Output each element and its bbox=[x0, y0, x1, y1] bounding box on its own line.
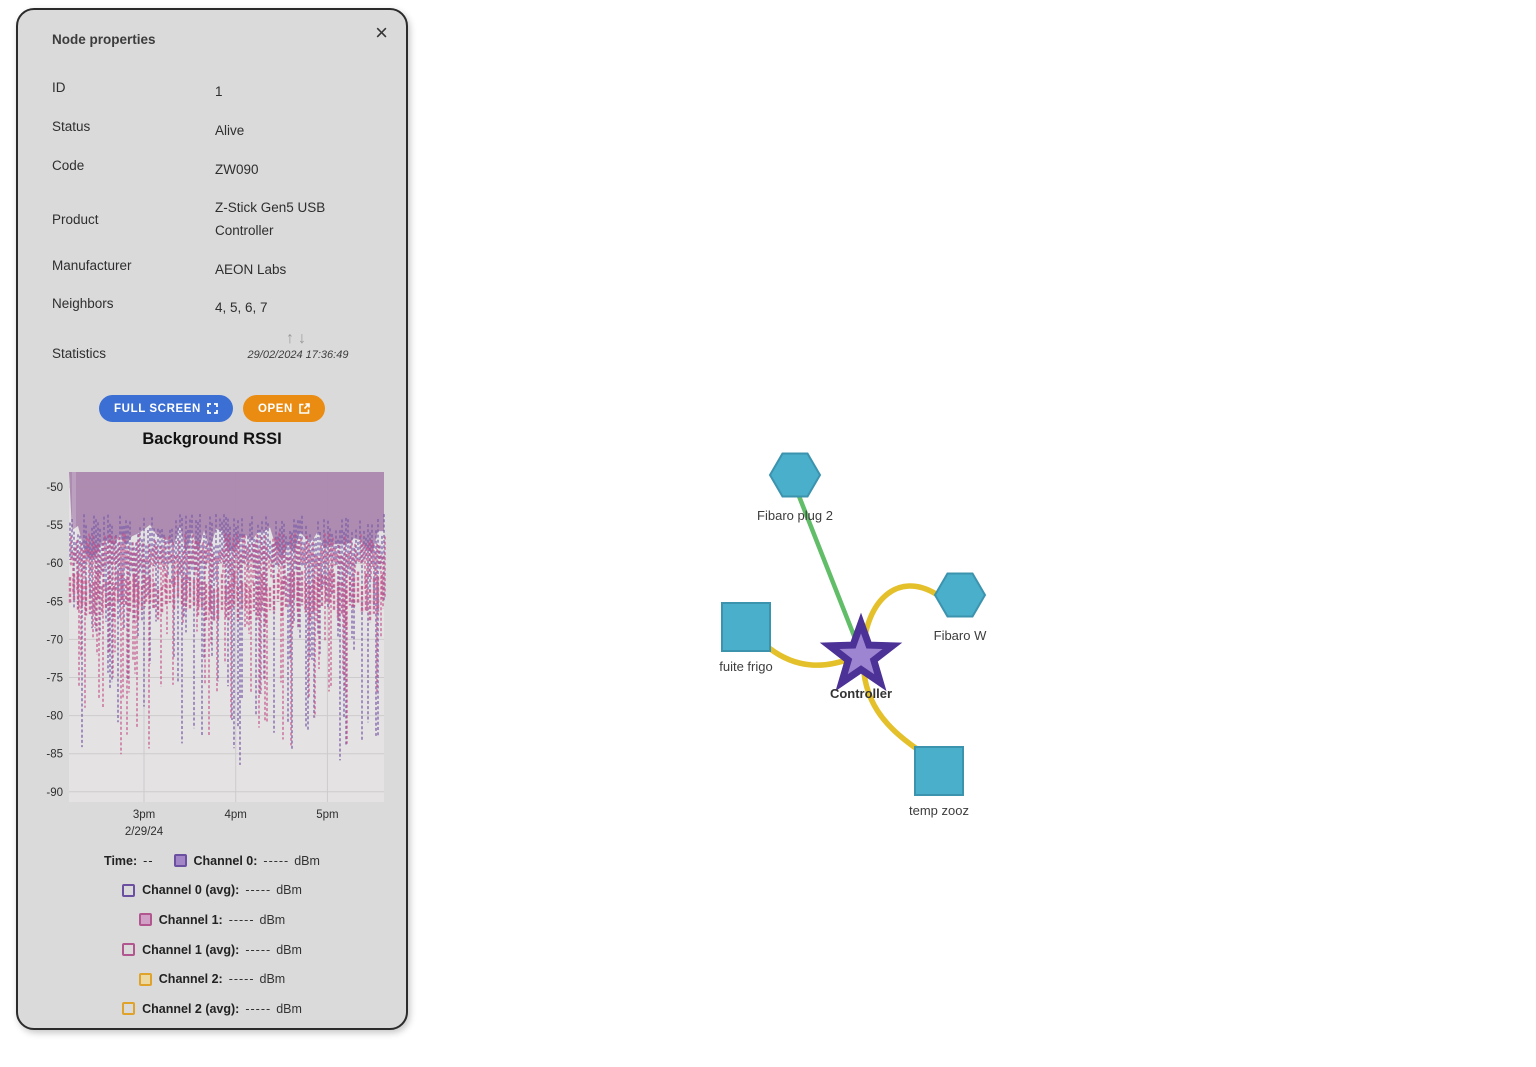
y-tick-label: -75 bbox=[46, 673, 63, 685]
y-tick-label: -65 bbox=[46, 596, 63, 608]
statistics-scroll-arrows[interactable]: ↑↓ bbox=[223, 330, 373, 348]
field-row-status: Status Alive bbox=[52, 119, 397, 142]
field-value: Alive bbox=[215, 123, 245, 138]
node-fibaro-w[interactable] bbox=[933, 572, 987, 618]
legend-series-label: Channel 2 (avg): bbox=[142, 1001, 240, 1016]
panel-title: Node properties bbox=[52, 32, 156, 47]
x-tick-label: 5pm bbox=[316, 809, 338, 821]
legend-series-label: Channel 0 (avg): bbox=[142, 883, 240, 898]
legend-swatch[interactable] bbox=[173, 854, 187, 868]
field-row-code: Code ZW090 bbox=[52, 158, 397, 181]
fullscreen-icon bbox=[207, 403, 218, 414]
chart-title: Background RSSI bbox=[142, 430, 282, 448]
y-tick-label: -90 bbox=[46, 787, 63, 799]
legend-series-value: ----- bbox=[263, 853, 290, 868]
field-row-id: ID 1 bbox=[52, 80, 397, 103]
node-temp-zooz[interactable] bbox=[914, 746, 964, 796]
statistics-box: ↑↓ 29/02/2024 17:36:49 bbox=[223, 330, 373, 361]
legend-series-label: Channel 2: bbox=[158, 972, 223, 987]
field-label: Neighbors bbox=[52, 296, 114, 311]
legend-row-0: Time: -- Channel 0: ----- dBm bbox=[18, 846, 406, 876]
legend-series-value: ----- bbox=[245, 883, 272, 898]
legend-series-label: Channel 1: bbox=[158, 912, 223, 927]
node-fuite-frigo[interactable] bbox=[721, 602, 771, 652]
field-value: AEON Labs bbox=[215, 262, 287, 277]
legend-series-unit: dBm bbox=[276, 883, 302, 898]
field-value: 1 bbox=[215, 84, 223, 99]
time-value: -- bbox=[143, 853, 154, 868]
y-tick-label: -85 bbox=[46, 749, 63, 761]
legend-swatch[interactable] bbox=[122, 883, 136, 897]
legend-row-1: Channel 0 (avg): ----- dBm bbox=[18, 876, 406, 906]
open-button[interactable]: OPEN bbox=[242, 395, 325, 422]
open-label: OPEN bbox=[257, 402, 293, 415]
node-fibaro-plug-2[interactable] bbox=[768, 452, 822, 498]
y-tick-label: -70 bbox=[46, 634, 63, 646]
node-controller[interactable] bbox=[819, 612, 903, 692]
legend-series-unit: dBm bbox=[259, 972, 286, 987]
legend-series-unit: dBm bbox=[276, 942, 302, 957]
field-label: Product bbox=[52, 211, 99, 227]
y-tick-label: -55 bbox=[46, 520, 63, 532]
time-label: Time: bbox=[104, 853, 138, 868]
close-icon[interactable]: × bbox=[375, 20, 388, 45]
chart-buttons-row: FULL SCREEN OPEN bbox=[18, 395, 406, 422]
node-properties-panel: Node properties × ID 1 Status Alive Code… bbox=[16, 8, 408, 1030]
field-row-neighbors: Neighbors 4, 5, 6, 7 bbox=[52, 296, 397, 319]
edge-fibaro-plug-2-controller bbox=[792, 483, 863, 654]
x-tick-label: 3pm bbox=[133, 809, 155, 821]
legend-series-value: ----- bbox=[245, 1001, 272, 1016]
legend-series-value: ----- bbox=[228, 972, 255, 987]
full-screen-button[interactable]: FULL SCREEN bbox=[99, 395, 233, 422]
field-row-manufacturer: Manufacturer AEON Labs bbox=[52, 258, 397, 281]
field-label: Status bbox=[52, 119, 91, 134]
legend-row-4: Channel 2: ----- dBm bbox=[18, 964, 406, 994]
legend-swatch[interactable] bbox=[138, 913, 152, 927]
legend-series-value: ----- bbox=[228, 912, 255, 927]
arrow-down-icon[interactable]: ↓ bbox=[298, 330, 310, 347]
zwave-network-graph[interactable]: Fibaro plug 2 Fibaro W fuite frigo temp zoo… bbox=[650, 430, 1050, 830]
y-tick-label: -50 bbox=[46, 482, 63, 494]
external-link-icon bbox=[299, 403, 310, 414]
node-label-temp-zooz: temp zooz bbox=[909, 803, 969, 818]
legend-row-2: Channel 1: ----- dBm bbox=[18, 905, 406, 935]
field-value: Z-Stick Gen5 USB Controller bbox=[215, 200, 326, 238]
field-row-product: Product Z-Stick Gen5 USB Controller bbox=[52, 196, 397, 242]
field-value: 4, 5, 6, 7 bbox=[215, 300, 268, 315]
statistics-label: Statistics bbox=[52, 346, 107, 361]
field-label: Manufacturer bbox=[52, 258, 132, 273]
legend-swatch[interactable] bbox=[138, 972, 152, 986]
arrow-up-icon[interactable]: ↑ bbox=[286, 330, 298, 347]
field-label: Code bbox=[52, 158, 85, 173]
legend-series-label: Channel 0: bbox=[193, 853, 258, 868]
node-label-fibaro-plug-2: Fibaro plug 2 bbox=[757, 508, 833, 523]
legend-swatch[interactable] bbox=[122, 1002, 136, 1016]
full-screen-label: FULL SCREEN bbox=[114, 402, 201, 415]
statistics-timestamp: 29/02/2024 17:36:49 bbox=[247, 349, 349, 361]
x-tick-label: 4pm bbox=[225, 809, 247, 821]
legend-row-5: Channel 2 (avg): ----- dBm bbox=[18, 994, 406, 1024]
field-label: ID bbox=[52, 80, 66, 95]
node-label-fuite-frigo: fuite frigo bbox=[719, 659, 772, 674]
legend-series-label: Channel 1 (avg): bbox=[142, 942, 240, 957]
y-tick-label: -60 bbox=[46, 558, 63, 570]
node-label-controller: Controller bbox=[830, 686, 892, 701]
legend-series-unit: dBm bbox=[294, 853, 320, 868]
x-axis-date-label: 2/29/24 bbox=[125, 826, 164, 838]
legend-row-3: Channel 1 (avg): ----- dBm bbox=[18, 935, 406, 965]
rssi-chart[interactable]: -50 -55 -60 -65 -70 -75 -80 -85 -90 3pm 4pm 5pm 2/29… bbox=[18, 457, 406, 849]
node-label-fibaro-w: Fibaro W bbox=[934, 628, 987, 643]
legend-swatch[interactable] bbox=[122, 943, 136, 957]
field-value: ZW090 bbox=[215, 162, 259, 177]
legend-series-value: ----- bbox=[245, 942, 272, 957]
y-tick-label: -80 bbox=[46, 711, 63, 723]
legend-series-unit: dBm bbox=[276, 1001, 302, 1016]
legend-series-unit: dBm bbox=[259, 912, 286, 927]
